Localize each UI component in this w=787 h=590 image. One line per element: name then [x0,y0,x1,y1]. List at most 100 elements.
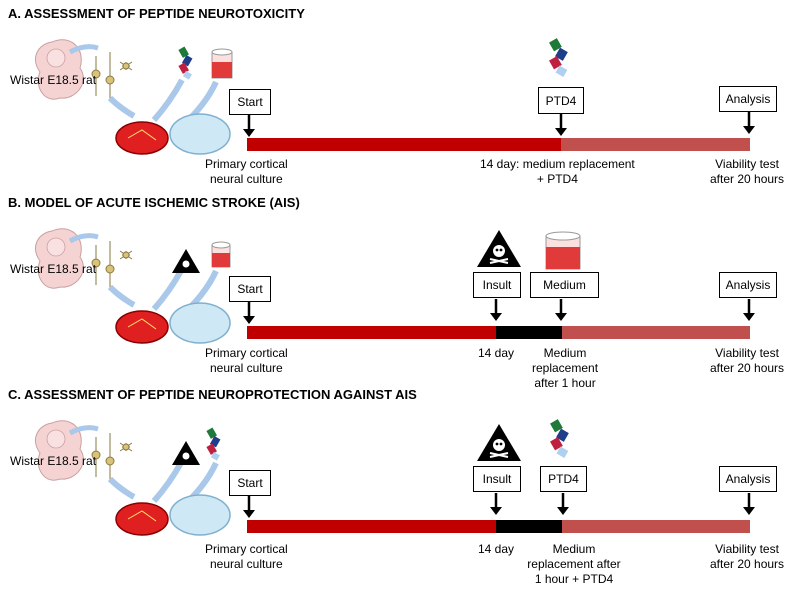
start-caption: Primary cortical neural culture [205,157,288,187]
medium-beaker-icon [211,48,233,79]
analysis-box: Analysis [719,86,777,112]
medium-beaker-icon [211,241,231,268]
flow-arrow-icon [107,284,136,308]
rat-label: Wistar E18.5 rat [10,73,97,87]
insult-box: Insult [473,466,521,492]
insult-box: Insult [473,272,521,298]
neuron-cells-icon [91,52,133,100]
caption-line: Viability test [715,542,779,556]
panel-title: B. MODEL OF ACUTE ISCHEMIC STROKE (AIS) [8,195,300,210]
flow-arrow-icon [68,44,99,55]
mid1-caption: 14 day [478,542,514,557]
ptd4-peptide-icon [550,419,569,458]
caption-line: neural culture [209,557,283,571]
insult-period-bar [496,520,562,533]
post-treatment-bar [562,326,750,339]
mid2-caption: Medium replacement after 1 hour + PTD4 [524,542,624,587]
panel-a: A. ASSESSMENT OF PEPTIDE NEUROTOXICITY [0,6,787,202]
caption-line: Medium [543,346,587,360]
flow-arrow-icon [107,95,136,119]
timeline-arrow-icon [555,114,567,136]
culture-period-bar [247,138,561,151]
insult-period-bar [496,326,562,339]
embryo-culture-illustration [35,228,231,344]
rat-label: Wistar E18.5 rat [10,262,97,276]
caption-line: 14 day [478,346,515,360]
flow-arrow-icon [151,267,185,311]
peptide-icon [206,427,221,461]
timeline-arrow-icon [243,496,255,518]
end-caption: Viability test after 20 hours [710,542,784,572]
culture-period-bar [247,326,496,339]
flow-arrow-icon [68,233,99,244]
timeline-arrow-icon [743,112,755,134]
caption-line: Medium [552,542,596,556]
timeline-arrow-icon [555,299,567,321]
caption-line: after 1 hour [534,376,596,390]
toxic-warning-icon [172,249,200,273]
toxic-warning-icon [172,441,200,465]
toxic-warning-icon [477,230,521,267]
start-caption: Primary cortical neural culture [205,346,288,376]
analysis-box: Analysis [719,466,777,492]
timeline-arrow-icon [743,299,755,321]
timeline-arrow-icon [490,299,502,321]
neuron-cells-icon [91,241,133,289]
rat-label: Wistar E18.5 rat [10,454,97,468]
panel-title: A. ASSESSMENT OF PEPTIDE NEUROTOXICITY [8,6,305,21]
panel-b: B. MODEL OF ACUTE ISCHEMIC STROKE (AIS) [0,195,787,391]
culture-dish-icon [115,302,231,344]
caption-line: 14 day: medium replacement [480,157,635,171]
timeline-arrow-icon [557,493,569,515]
culture-dish-icon [115,494,231,536]
caption-line: neural culture [209,172,283,186]
caption-line: after 20 hours [710,361,785,375]
caption-line: 14 day [478,542,515,556]
flow-arrow-icon [68,425,99,436]
analysis-box: Analysis [719,272,777,298]
embryo-culture-illustration [35,420,231,536]
start-caption: Primary cortical neural culture [205,542,288,572]
timeline-arrow-icon [243,302,255,324]
timeline-arrow-icon [743,493,755,515]
rat-embryo-icon [35,39,84,100]
flow-arrow-icon [107,476,136,500]
mid1-caption: 14 day [478,346,514,361]
start-box: Start [229,89,271,115]
caption-line: Viability test [715,157,779,171]
culture-period-bar [247,520,496,533]
timeline-arrow-icon [490,493,502,515]
peptide-icon [178,46,193,80]
rat-embryo-icon [35,420,84,481]
culture-dish-icon [115,113,231,155]
start-box: Start [229,276,271,302]
toxic-warning-icon [477,424,521,461]
caption-line: Viability test [715,346,779,360]
caption-line: neural culture [209,361,283,375]
embryo-culture-illustration [35,39,233,155]
ptd4-box: PTD4 [540,466,587,492]
caption-line: Primary cortical [205,542,288,556]
medium-box: Medium [530,272,599,298]
end-caption: Viability test after 20 hours [710,157,784,187]
flow-arrow-icon [151,78,185,122]
neuron-cells-icon [91,433,133,481]
start-box: Start [229,470,271,496]
ptd4-peptide-icon [549,38,568,77]
post-treatment-bar [562,520,750,533]
panel-c: C. ASSESSMENT OF PEPTIDE NEUROPROTECTION… [0,387,787,586]
caption-line: 1 hour + PTD4 [534,572,614,586]
medium-beaker-icon [545,231,581,270]
caption-line: Primary cortical [205,346,288,360]
timeline-arrow-icon [243,115,255,137]
end-caption: Viability test after 20 hours [710,346,784,376]
mid-caption: 14 day: medium replacement + PTD4 [480,157,635,187]
mid2-caption: Medium replacement after 1 hour [532,346,598,391]
rat-embryo-icon [35,228,84,289]
caption-line: + PTD4 [536,172,578,186]
caption-line: replacement [532,361,599,375]
caption-line: Primary cortical [205,157,288,171]
caption-line: replacement after [527,557,621,571]
panel-title: C. ASSESSMENT OF PEPTIDE NEUROPROTECTION… [8,387,417,402]
flow-arrow-icon [151,459,185,503]
